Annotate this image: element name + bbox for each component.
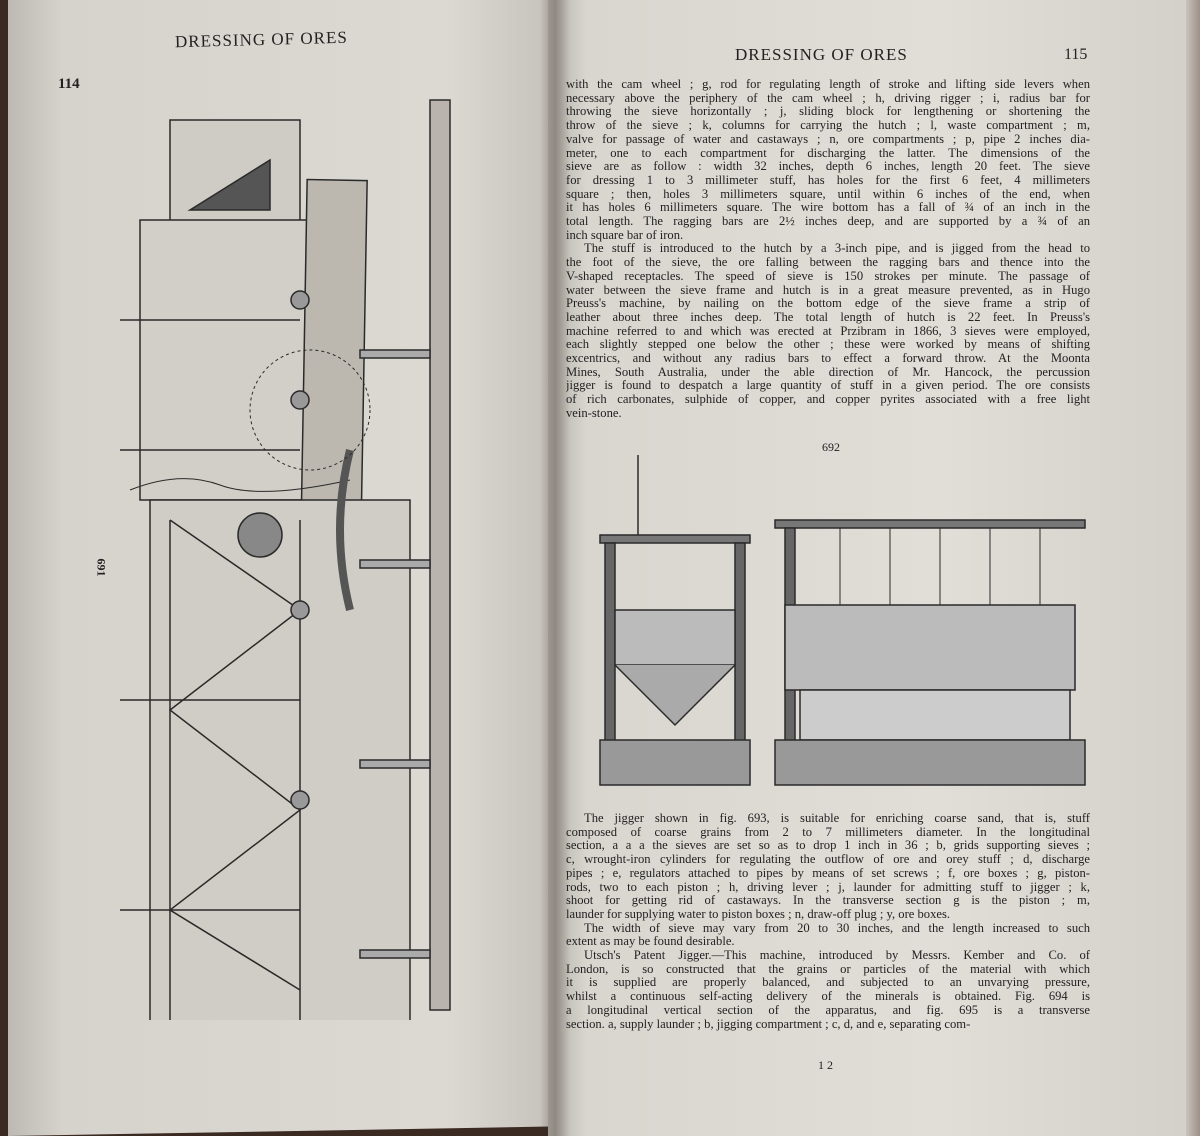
page-edge — [1186, 0, 1200, 1136]
text-line: it has holes 6 millimeters square. The w… — [566, 201, 1090, 215]
text-line: The width of sieve may vary from 20 to 3… — [584, 921, 1090, 935]
text-line: throw of the sieve ; k, columns for carr… — [566, 119, 1090, 133]
text-line: section, a a a the sieves are set so as … — [566, 839, 1090, 853]
text-line: launder for supplying water to piston bo… — [566, 907, 951, 921]
text-block-top: with the cam wheel ; g, rod for regulati… — [566, 78, 1090, 421]
text-line: the foot of the sieve, the ore falling b… — [566, 256, 1090, 270]
text-line: machine referred to and which was erecte… — [566, 324, 1090, 338]
text-line: each slightly stepped one below the othe… — [566, 338, 1090, 352]
text-line: extent as may be found desirable. — [566, 935, 735, 949]
figure-691-label: 691 — [94, 558, 109, 577]
figure-692-label: 692 — [822, 440, 840, 454]
right-page — [548, 0, 1200, 1136]
text-line: composed of coarse grains from 2 to 7 mi… — [566, 825, 1090, 839]
signature-mark: 1 2 — [818, 1058, 833, 1072]
text-line: Utsch's Patent Jigger.—This machine, int… — [584, 949, 1090, 963]
text-line: excentrics, and without any radius bars … — [566, 352, 1090, 366]
text-line: pipes ; e, regulators attached to pipes … — [566, 866, 1090, 880]
text-line: square ; then, holes 3 millimeters squar… — [566, 187, 1090, 201]
text-line: sieve are as follow : width 32 inches, d… — [566, 160, 1090, 174]
text-line: London, is so constructed that the grain… — [566, 962, 1090, 976]
figure-691-engraving — [120, 99, 451, 1020]
text-line: jigger is found to despatch a large quan… — [566, 379, 1090, 393]
text-line: water between the sieve frame and hutch … — [566, 283, 1090, 297]
text-line: for dressing 1 to 3 millimeter stuff, ha… — [566, 173, 1090, 187]
text-line: vein-stone. — [566, 406, 622, 420]
text-line: section. a, supply launder ; b, jigging … — [566, 1017, 971, 1031]
book-gutter — [540, 0, 570, 1136]
figure-692-engraving — [599, 455, 1086, 786]
text-line: of rich carbonates, sulphide of copper, … — [566, 393, 1090, 407]
right-running-header: DRESSING OF ORES — [735, 45, 908, 64]
text-line: leather about three inches deep. The tot… — [566, 310, 1090, 324]
text-line: valve for passage of water and castaways… — [566, 132, 1090, 146]
text-line: inch square bar of iron. — [566, 228, 684, 242]
text-line: shoot for getting rid of castaways. In t… — [566, 894, 1090, 908]
text-line: whilst a continuous self-acting delivery… — [566, 990, 1090, 1004]
right-page-number: 115 — [1064, 46, 1088, 63]
text-line: V-shaped receptacles. The speed of sieve… — [566, 269, 1090, 283]
text-line: it is supplied are properly balanced, an… — [566, 976, 1090, 990]
text-line: necessary above the periphery of the cam… — [566, 91, 1090, 105]
left-page-number: 114 — [58, 76, 80, 92]
text-line: rods, two to each piston ; h, driving le… — [566, 880, 1090, 894]
text-line: The jigger shown in fig. 693, is suitabl… — [584, 812, 1090, 825]
text-line: total length. The ragging bars are 2½ in… — [566, 215, 1090, 229]
text-line: c, wrought-iron cylinders for regulating… — [566, 853, 1090, 867]
text-line: meter, one to each compartment for disch… — [566, 146, 1090, 160]
text-line: throwing the sieve horizontally ; j, sli… — [566, 105, 1090, 119]
text-block-bottom: The jigger shown in fig. 693, is suitabl… — [566, 812, 1090, 1031]
text-line: with the cam wheel ; g, rod for regulati… — [566, 78, 1090, 91]
text-line: Preuss's machine, by nailing on the bott… — [566, 297, 1090, 311]
text-line: a longitudinal vertical section of the a… — [566, 1003, 1090, 1017]
text-line: The stuff is introduced to the hutch by … — [584, 242, 1090, 256]
text-line: Mines, South Australia, under the able d… — [566, 365, 1090, 379]
